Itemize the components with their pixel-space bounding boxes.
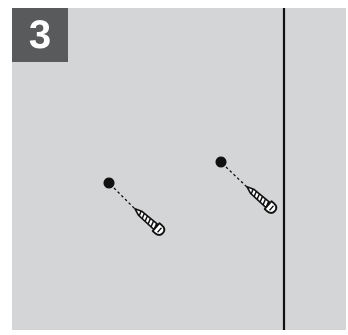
drill-hole-marker <box>104 178 115 189</box>
step-number-badge: 3 <box>12 8 68 62</box>
guide-line <box>114 188 136 210</box>
screw-icon <box>132 205 167 237</box>
drill-hole-marker <box>216 157 227 168</box>
screw-icon <box>244 183 279 215</box>
guide-line <box>226 167 248 188</box>
